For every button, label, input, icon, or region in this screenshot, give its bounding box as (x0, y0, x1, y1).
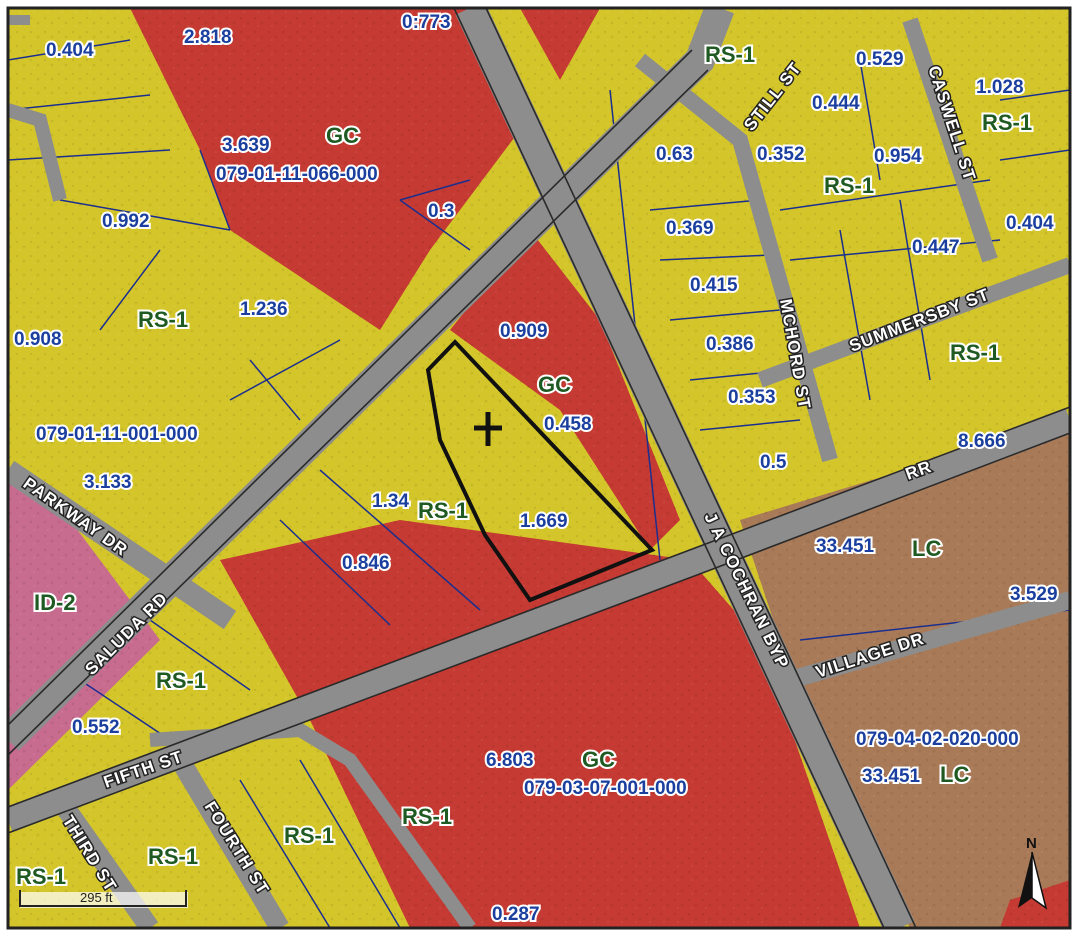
zone-label: RS-1 (418, 498, 468, 523)
acreage-label: 2.818 (184, 27, 232, 48)
acreage-label: 1.34 (372, 491, 409, 512)
zone-label: RS-1 (824, 173, 874, 198)
zone-label: ID-2 (34, 590, 76, 615)
zone-label: RS-1 (148, 844, 198, 869)
acreage-label: 0.369 (666, 218, 714, 239)
acreage-label: 0.529 (856, 49, 904, 70)
acreage-label: 0.444 (812, 93, 860, 114)
road-network (8, 8, 1070, 928)
acreage-label: 1.236 (240, 299, 288, 320)
acreage-label: 1.028 (976, 77, 1024, 98)
acreage-label: 8.666 (958, 431, 1006, 452)
acreage-label: 3.639 (222, 135, 270, 156)
map-frame (6, 6, 1072, 930)
zone-label: LC (912, 536, 941, 561)
parcel-id-label: 079-01-11-066-000 (216, 164, 378, 185)
acreage-label: 0.352 (757, 144, 805, 165)
street-label-rr: RR (903, 457, 934, 484)
zone-label: RS-1 (705, 42, 755, 67)
acreage-label: 0.353 (728, 387, 776, 408)
road-edges (8, 8, 1070, 928)
zone-label: RS-1 (982, 110, 1032, 135)
scale-bar: 295 ft (19, 890, 188, 908)
zone-label: RS-1 (138, 307, 188, 332)
acreage-label: 0.954 (874, 146, 922, 167)
acreage-label: 0.3 (428, 201, 454, 222)
acreage-label: 0.992 (102, 211, 150, 232)
acreage-label: 0:773 (402, 12, 451, 33)
zone-label: RS-1 (284, 823, 334, 848)
parcel-id-label: 079-04-02-020-000 (856, 729, 1019, 750)
north-arrow-icon: N (1018, 835, 1048, 910)
acreage-label: 6.803 (486, 750, 534, 771)
zone-label: RS-1 (402, 804, 452, 829)
scale-bar-label: 295 ft (80, 890, 113, 905)
acreage-label: 0.552 (72, 717, 120, 738)
acreage-label: 0.386 (706, 334, 754, 355)
north-arrow-label: N (1026, 835, 1037, 852)
zone-label: GC (538, 372, 571, 397)
zone-label: GC (582, 747, 615, 772)
acreage-label: 0.63 (656, 144, 693, 165)
acreage-label: 0.908 (14, 329, 62, 350)
subject-parcel-outline[interactable] (425, 339, 656, 603)
acreage-label: 1.669 (520, 511, 568, 532)
zone-label: LC (940, 762, 969, 787)
acreage-label: 0.458 (544, 414, 592, 435)
zone-label: RS-1 (950, 340, 1000, 365)
acreage-label: 0.846 (342, 553, 390, 574)
parcel-id-label: 079-01-11-001-000 (36, 424, 198, 445)
acreage-label: 0.415 (690, 275, 738, 296)
acreage-label: 33.451 (816, 536, 875, 557)
acreage-label: 3.133 (84, 472, 132, 493)
acreage-label: 3.529 (1010, 584, 1058, 605)
zone-label: GC (326, 123, 359, 148)
acreage-label: 0.404 (46, 40, 94, 61)
zone-label: RS-1 (156, 668, 206, 693)
acreage-label: 0.404 (1006, 213, 1054, 234)
parcel-id-label: 079-03-07-001-000 (524, 778, 687, 799)
acreage-label: 0.5 (760, 452, 787, 473)
zone-label: RS-1 (16, 864, 66, 889)
acreage-label: 0.287 (492, 904, 540, 925)
subject-parcel-cross-icon (474, 412, 502, 446)
acreage-label: 0.447 (912, 237, 960, 258)
acreage-label: 0.909 (500, 321, 548, 342)
acreage-label: 33.451 (862, 766, 921, 787)
lot-lines (8, 39, 1070, 928)
